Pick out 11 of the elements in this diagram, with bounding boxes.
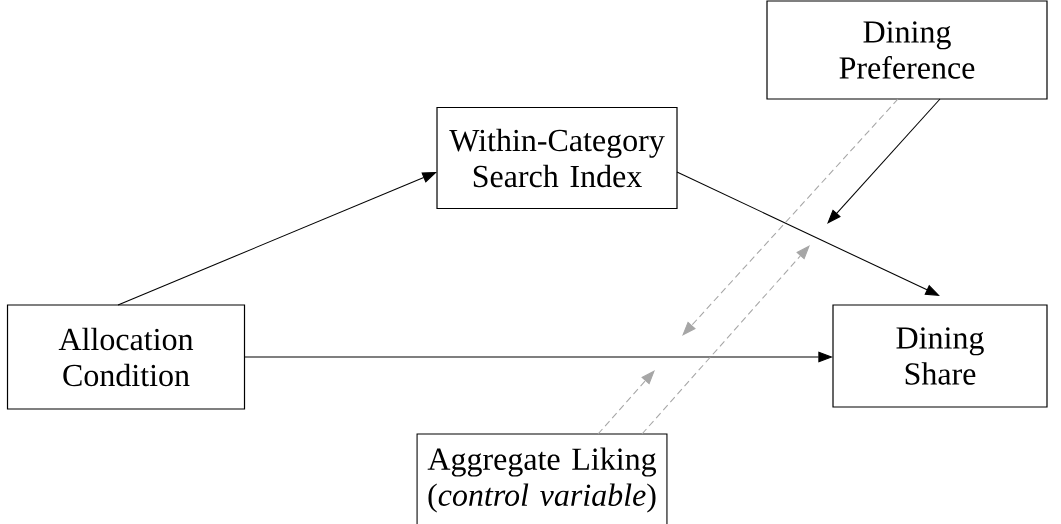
variable-box: Dining Preference bbox=[766, 0, 1048, 100]
arrow bbox=[676, 171, 940, 296]
variable-box: Within-Category Search Index bbox=[436, 106, 678, 210]
dashed-arrow bbox=[597, 370, 655, 435]
dashed-arrow bbox=[641, 245, 810, 435]
variable-box: Dining Share bbox=[832, 304, 1048, 408]
variable-box: Allocation Condition bbox=[6, 304, 246, 410]
arrow bbox=[117, 172, 437, 306]
arrow bbox=[827, 98, 941, 224]
variable-box: Aggregate Liking (control variable) bbox=[416, 433, 668, 524]
dashed-arrow bbox=[682, 98, 899, 336]
